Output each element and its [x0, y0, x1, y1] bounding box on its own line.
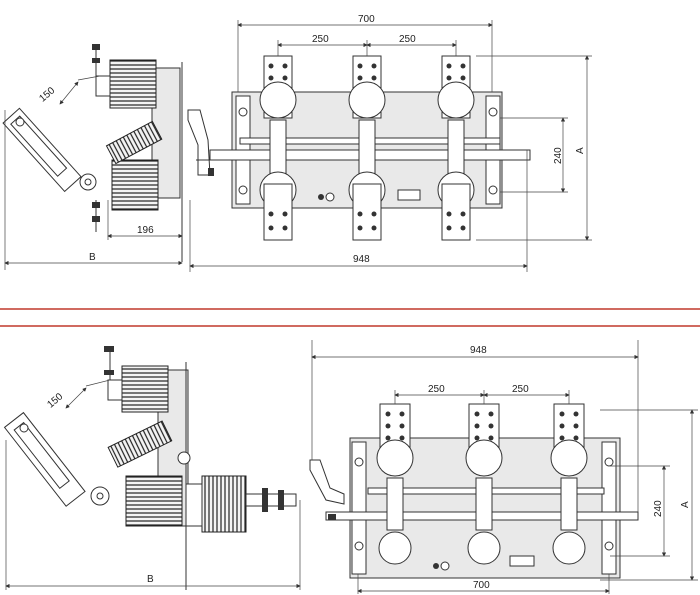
top-side-view: 150 196 B [2, 44, 226, 270]
top-side-dim-150: 150 [37, 85, 57, 104]
top-dim-250-left: 250 [312, 34, 329, 45]
bottom-dim-948: 948 [470, 345, 487, 356]
bottom-dim-250-right: 250 [512, 384, 529, 395]
bottom-side-dim-150: 150 [45, 391, 65, 410]
top-side-dim-b: B [89, 252, 96, 263]
bottom-side-dim-b: B [147, 574, 154, 585]
bottom-dim-250-left: 250 [428, 384, 445, 395]
top-dim-a: A [575, 147, 586, 154]
top-dim-250-right: 250 [399, 34, 416, 45]
bottom-dim-240: 240 [653, 500, 664, 517]
top-front-view: 700 250 250 948 240 A [189, 14, 592, 272]
top-dim-240: 240 [553, 147, 564, 164]
top-dim-700: 700 [358, 14, 375, 25]
bottom-dim-a: A [680, 501, 691, 508]
bottom-dim-700: 700 [473, 580, 490, 591]
top-side-dim-196: 196 [137, 225, 154, 236]
bottom-front-view: 948 250 250 700 240 A [309, 340, 698, 594]
bottom-side-view: 150 B [3, 346, 301, 590]
top-dim-948: 948 [353, 254, 370, 265]
